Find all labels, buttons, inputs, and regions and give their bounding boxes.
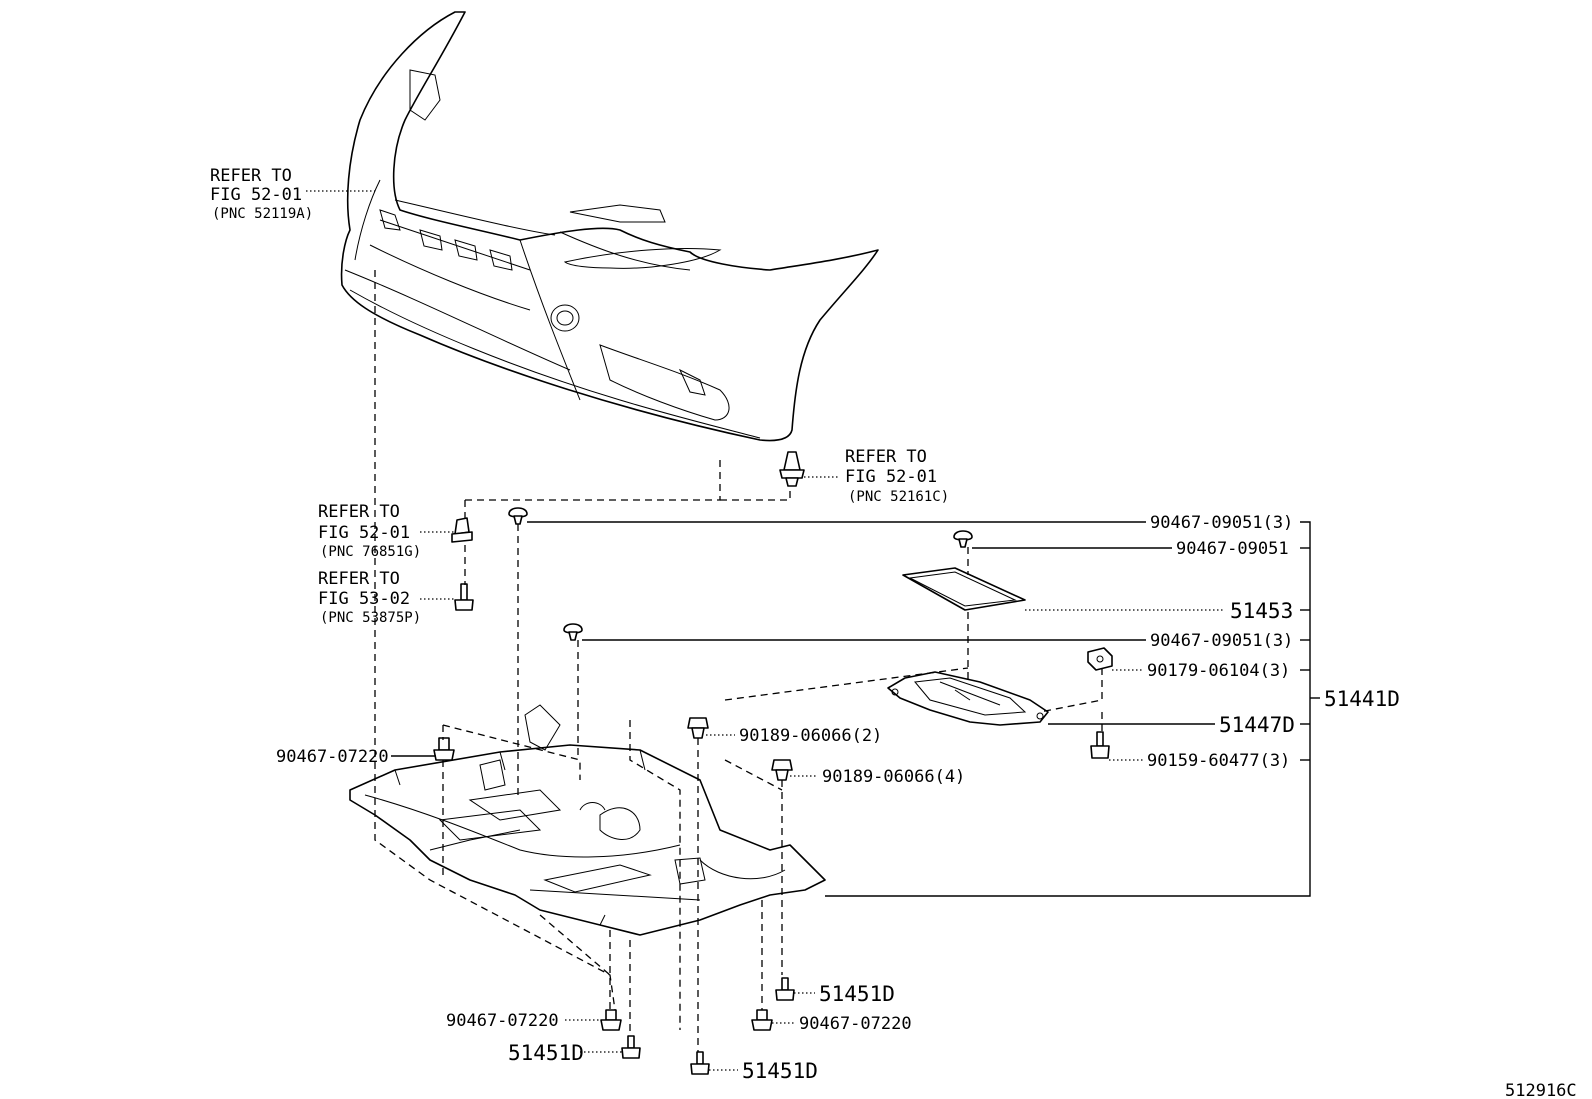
clip-90467-07220-icon-bottom-left [600,1009,622,1031]
clip-pnc-text: (PNC 52161C) [848,489,949,505]
bolt-refer-text: REFER TO [318,569,400,589]
callout-clip-mid: 90467-09051(3) [1150,631,1293,651]
cover-plate-51453 [902,567,1026,611]
screw-51451d-icon-right [775,977,795,1001]
callout-clip-bottom-right: 90467-07220 [799,1014,912,1034]
push-clip-icon-3 [563,623,583,641]
callout-assembly: 51441D [1324,687,1400,711]
bracket-51447d [887,671,1049,726]
callout-screw-b: 90189-06066(4) [822,767,965,787]
bumper-cover [340,11,879,442]
clip-fig-text: FIG 52-01 [845,467,937,487]
retainer-76851g-icon [451,517,473,543]
clip-90467-07220-icon-left [433,737,455,761]
callout-clip-bottom-left: 90467-07220 [446,1011,559,1031]
callout-clip-top-a: 90467-09051(3) [1150,513,1293,533]
clip-90467-07220-icon-bottom-right [751,1009,773,1031]
clip-refer-text: REFER TO [845,447,927,467]
leader-lines [306,190,1320,1071]
bumper-fig-text: FIG 52-01 [210,185,302,205]
assembly-dashed-lines [374,270,1103,1052]
clip-52161c-icon [779,451,805,487]
callout-screw-bottom-left: 51451D [508,1041,584,1065]
callout-screw-a: 90189-06066(2) [739,726,882,746]
retainer-refer-text: REFER TO [318,502,400,522]
callout-bolt-right: 90159-60477(3) [1147,751,1290,771]
retainer-fig-text: FIG 52-01 [318,523,410,543]
bolt-pnc-text: (PNC 53875P) [320,610,421,626]
part-number-callouts: 90467-09051(3) 90467-09051 51453 90467-0… [276,513,1400,1083]
callout-screw-bottom-center: 51451D [742,1059,818,1083]
bumper-refer-text: REFER TO [210,166,292,186]
diagram-id: 512916C [1505,1081,1577,1099]
bolt-fig-text: FIG 53-02 [318,589,410,609]
screw-90189-icon-b [771,759,793,781]
engine-under-cover [349,704,826,936]
retainer-pnc-text: (PNC 76851G) [320,544,421,560]
push-clip-icon-1 [508,507,528,525]
callout-bracket: 51447D [1219,713,1295,737]
screw-90189-icon-a [687,717,709,739]
screw-51451d-icon-bottom-center [690,1051,710,1075]
callout-clip-top-b: 90467-09051 [1176,539,1289,559]
bumper-pnc-text: (PNC 52119A) [212,206,313,222]
callout-screw-bottom-right: 51451D [819,982,895,1006]
reference-labels: REFER TO FIG 52-01 (PNC 52119A) REFER TO… [210,166,949,626]
push-clip-icon-2 [953,530,973,548]
nut-90179-icon [1087,647,1113,671]
screw-51451d-icon-bottom-left [621,1035,641,1059]
bolt-53875p-icon [454,583,474,611]
callout-cover-plate: 51453 [1230,599,1293,623]
bolt-90159-icon [1090,731,1110,759]
callout-nut-right: 90179-06104(3) [1147,661,1290,681]
callout-clip-left: 90467-07220 [276,747,389,767]
